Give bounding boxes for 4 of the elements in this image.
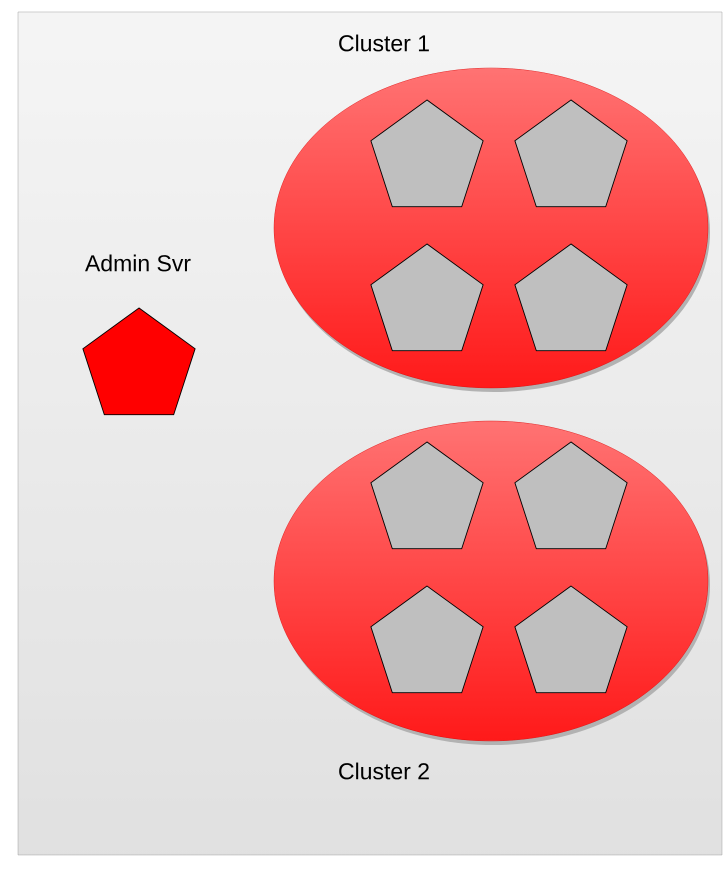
server-pentagon: Admin Svr xyxy=(82,254,196,416)
node-label: Admin Svr xyxy=(85,254,191,272)
node-label: Cluster 2 xyxy=(339,762,429,780)
node-label: Cluster 1 xyxy=(339,34,429,52)
